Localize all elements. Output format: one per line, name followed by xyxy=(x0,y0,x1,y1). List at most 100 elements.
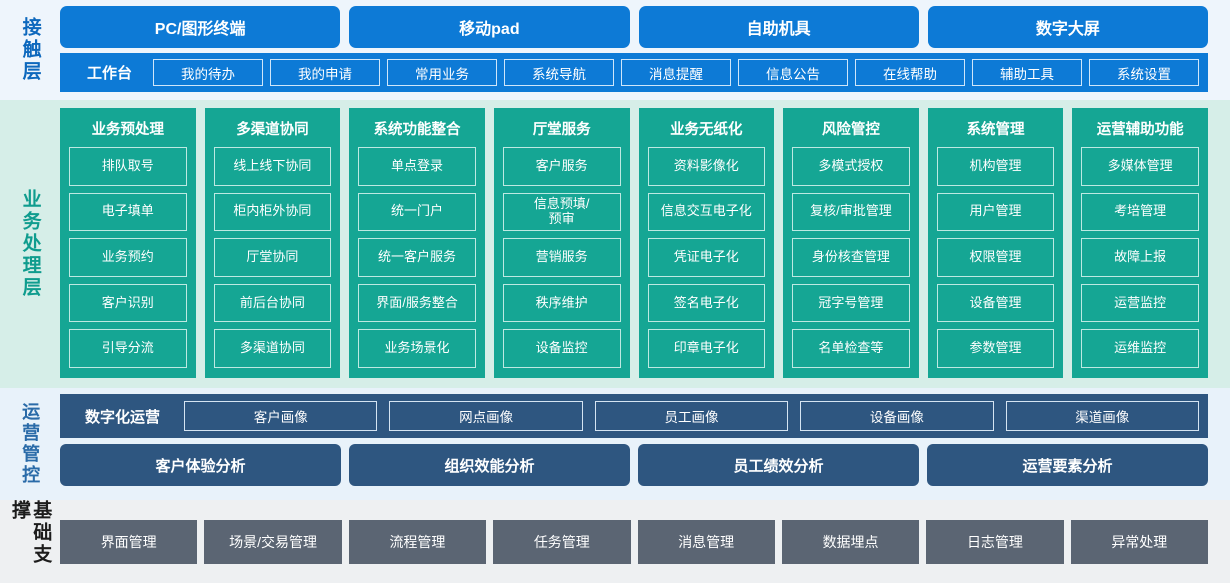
business-cell[interactable]: 多媒体管理 xyxy=(1081,147,1199,186)
business-cell[interactable]: 故障上报 xyxy=(1081,238,1199,277)
business-cell[interactable]: 运营监控 xyxy=(1081,283,1199,323)
analysis-item[interactable]: 员工绩效分析 xyxy=(638,444,919,486)
business-cell[interactable]: 多模式授权 xyxy=(792,147,910,186)
base-item[interactable]: 日志管理 xyxy=(926,519,1064,564)
business-cell[interactable]: 客户识别 xyxy=(69,283,187,323)
business-cell[interactable]: 多渠道协同 xyxy=(213,329,332,368)
contact-layer-label-text: 接触层 xyxy=(19,17,41,83)
analysis-item[interactable]: 运营要素分析 xyxy=(927,444,1208,486)
operations-layer-label: 运营管控 xyxy=(0,388,60,500)
business-column-title: 业务预处理 xyxy=(91,121,165,138)
base-item[interactable]: 任务管理 xyxy=(493,519,631,564)
business-cell[interactable]: 印章电子化 xyxy=(647,329,766,368)
business-cell[interactable]: 考培管理 xyxy=(1081,192,1199,232)
analysis-row: 客户体验分析 组织效能分析 员工绩效分析 运营要素分析 xyxy=(60,444,1208,486)
business-cell[interactable]: 运维监控 xyxy=(1081,329,1199,368)
business-column-title: 业务无纸化 xyxy=(670,121,743,138)
business-column: 风险管控 多模式授权 复核/审批管理 身份核查管理 冠字号管理 名单检查等 xyxy=(783,108,919,378)
workbench-item[interactable]: 辅助工具 xyxy=(972,59,1083,86)
business-column: 业务无纸化 资料影像化 信息交互电子化 凭证电子化 签名电子化 印章电子化 xyxy=(638,108,775,378)
portrait-item[interactable]: 设备画像 xyxy=(800,401,994,431)
portrait-item[interactable]: 渠道画像 xyxy=(1005,401,1199,431)
business-column-title: 风险管控 xyxy=(821,121,880,138)
business-column: 厅堂服务 客户服务 信息预填/ 预审 营销服务 秩序维护 设备监控 xyxy=(493,108,630,378)
business-cell[interactable]: 复核/审批管理 xyxy=(792,192,910,232)
base-layer-body: 界面管理 场景/交易管理 流程管理 任务管理 消息管理 数据埋点 日志管理 异常… xyxy=(60,500,1230,583)
analysis-item[interactable]: 客户体验分析 xyxy=(60,444,341,486)
workbench-item[interactable]: 在线帮助 xyxy=(855,59,966,86)
business-cell[interactable]: 前后台协同 xyxy=(213,283,332,323)
business-column: 运营辅助功能 多媒体管理 考培管理 故障上报 运营监控 运维监控 xyxy=(1072,108,1208,378)
workbench-item[interactable]: 我的待办 xyxy=(153,59,264,86)
base-item[interactable]: 场景/交易管理 xyxy=(204,519,342,564)
workbench-row: 工作台 我的待办 我的申请 常用业务 系统导航 消息提醒 信息公告 在线帮助 辅… xyxy=(60,53,1208,92)
workbench-item[interactable]: 我的申请 xyxy=(270,59,381,86)
business-cell[interactable]: 引导分流 xyxy=(69,329,187,368)
workbench-item[interactable]: 常用业务 xyxy=(387,59,498,86)
business-cell[interactable]: 柜内柜外协同 xyxy=(213,192,332,232)
business-cell[interactable]: 设备监控 xyxy=(502,329,621,368)
business-column: 业务预处理 排队取号 电子填单 业务预约 客户识别 引导分流 xyxy=(60,108,196,378)
business-cell[interactable]: 业务场景化 xyxy=(358,329,476,368)
channel-box[interactable]: PC/图形终端 xyxy=(60,6,341,48)
business-cell[interactable]: 身份核查管理 xyxy=(792,238,910,277)
business-cell[interactable]: 秩序维护 xyxy=(502,283,621,323)
base-layer-label-text: 基础支撑 xyxy=(9,500,52,566)
business-cell[interactable]: 客户服务 xyxy=(502,147,621,186)
base-item[interactable]: 消息管理 xyxy=(637,519,775,564)
business-cell[interactable]: 签名电子化 xyxy=(647,283,766,323)
business-cell[interactable]: 冠字号管理 xyxy=(792,283,910,323)
business-cell[interactable]: 界面/服务整合 xyxy=(358,283,476,323)
business-column: 系统管理 机构管理 用户管理 权限管理 设备管理 参数管理 xyxy=(927,108,1064,378)
channel-box[interactable]: 移动pad xyxy=(349,6,630,48)
business-cell[interactable]: 资料影像化 xyxy=(647,147,766,186)
portrait-item[interactable]: 客户画像 xyxy=(184,401,378,431)
contact-layer-label: 接触层 xyxy=(0,0,60,100)
operations-layer-body: 数字化运营 客户画像 网点画像 员工画像 设备画像 渠道画像 客户体验分析 组织… xyxy=(60,388,1230,500)
business-cell[interactable]: 凭证电子化 xyxy=(647,238,766,277)
business-cell[interactable]: 统一客户服务 xyxy=(358,238,476,277)
workbench-item[interactable]: 消息提醒 xyxy=(621,59,732,86)
business-column: 多渠道协同 线上线下协同 柜内柜外协同 厅堂协同 前后台协同 多渠道协同 xyxy=(204,108,341,378)
business-cell[interactable]: 业务预约 xyxy=(69,238,187,277)
base-item[interactable]: 界面管理 xyxy=(60,519,198,564)
portrait-item[interactable]: 网点画像 xyxy=(389,401,583,431)
business-cell[interactable]: 营销服务 xyxy=(502,238,621,277)
base-item[interactable]: 数据埋点 xyxy=(781,519,920,564)
business-cell[interactable]: 用户管理 xyxy=(936,192,1055,232)
business-cell[interactable]: 厅堂协同 xyxy=(213,238,332,277)
channel-box[interactable]: 数字大屏 xyxy=(927,6,1208,48)
portrait-item[interactable]: 员工画像 xyxy=(594,401,789,431)
business-cell[interactable]: 名单检查等 xyxy=(792,329,910,368)
business-cell[interactable]: 线上线下协同 xyxy=(213,147,332,186)
business-cell[interactable]: 权限管理 xyxy=(936,238,1055,277)
workbench-title: 工作台 xyxy=(87,65,133,82)
base-item[interactable]: 异常处理 xyxy=(1070,519,1208,564)
business-cell[interactable]: 单点登录 xyxy=(358,147,476,186)
business-cell[interactable]: 电子填单 xyxy=(69,192,187,232)
analysis-item[interactable]: 组织效能分析 xyxy=(349,444,630,486)
digital-operations-title: 数字化运营 xyxy=(85,408,161,426)
business-column: 系统功能整合 单点登录 统一门户 统一客户服务 界面/服务整合 业务场景化 xyxy=(349,108,485,378)
business-layer-label: 业务处理层 xyxy=(0,100,60,388)
workbench-item[interactable]: 系统导航 xyxy=(504,59,615,86)
business-cell[interactable]: 信息交互电子化 xyxy=(647,192,766,232)
business-column-title: 厅堂服务 xyxy=(532,121,591,138)
business-cell[interactable]: 统一门户 xyxy=(358,192,476,232)
business-column-title: 系统功能整合 xyxy=(373,121,461,138)
business-layer-body: 业务预处理 排队取号 电子填单 业务预约 客户识别 引导分流 多渠道协同 线上线… xyxy=(60,100,1230,388)
operations-layer-label-text: 运营管控 xyxy=(20,402,41,486)
business-cell[interactable]: 参数管理 xyxy=(936,329,1055,368)
channel-row: PC/图形终端 移动pad 自助机具 数字大屏 xyxy=(60,6,1208,48)
business-cell[interactable]: 排队取号 xyxy=(69,147,187,186)
workbench-item[interactable]: 信息公告 xyxy=(738,59,849,86)
business-cell[interactable]: 设备管理 xyxy=(936,283,1055,323)
base-item[interactable]: 流程管理 xyxy=(348,519,487,564)
channel-box[interactable]: 自助机具 xyxy=(638,6,919,48)
business-cell[interactable]: 信息预填/ 预审 xyxy=(502,192,621,232)
business-cell[interactable]: 机构管理 xyxy=(936,147,1055,186)
workbench-item[interactable]: 系统设置 xyxy=(1089,59,1200,86)
contact-layer: 接触层 PC/图形终端 移动pad 自助机具 数字大屏 工作台 我的待办 我的申… xyxy=(0,0,1230,100)
business-layer-label-text: 业务处理层 xyxy=(19,189,41,299)
